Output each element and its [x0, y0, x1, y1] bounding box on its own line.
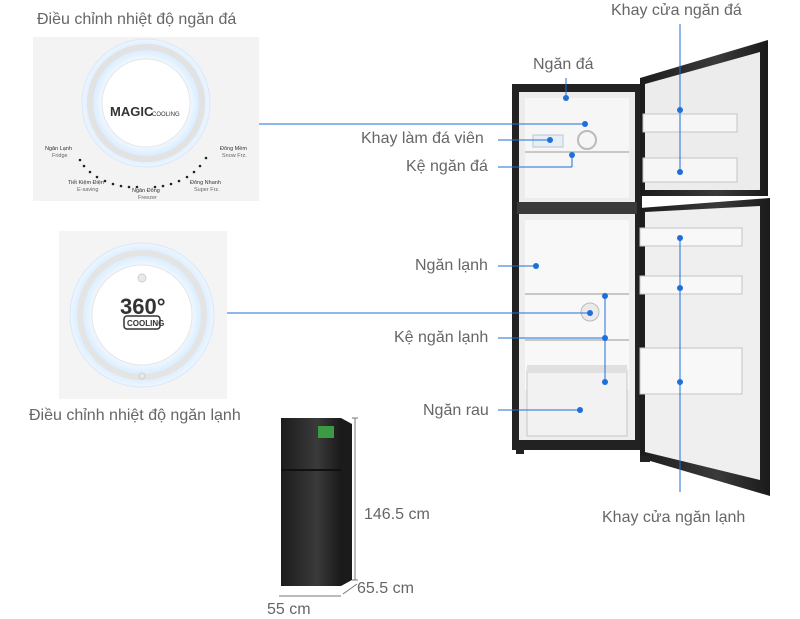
dimension-depth: 65.5 cm: [357, 580, 414, 597]
fridge-dial-title: Điều chỉnh nhiệt độ ngăn lạnh: [29, 407, 241, 424]
setting-freezer-vi: Ngăn Đông: [132, 188, 160, 194]
closed-fridge-illustration: [281, 418, 352, 586]
setting-snowfrz-vi: Đông Mềm: [220, 146, 247, 152]
dial-360-text: 360°: [120, 294, 166, 319]
leader-lines: [227, 24, 681, 492]
setting-fridge-vi: Ngăn Lạnh: [45, 146, 72, 152]
leader-dots: [533, 95, 683, 413]
dimension-lines: [279, 417, 358, 597]
callout-fridge-door-tray: Khay cửa ngăn lạnh: [602, 509, 746, 526]
setting-fridge-en: Fridge: [52, 153, 68, 159]
dial-brand-main: MAGIC: [110, 104, 154, 119]
setting-esaving-en: E-saving: [77, 187, 98, 193]
dial-dot-arc: [78, 156, 208, 189]
freezer-dial-title: Điều chỉnh nhiệt độ ngăn đá: [37, 11, 237, 28]
callout-freezer-shelf: Kệ ngăn đá: [406, 158, 488, 175]
dial-knob-marker: [137, 273, 147, 283]
dimension-width: 55 cm: [267, 601, 311, 618]
callout-ice-tray: Khay làm đá viên: [361, 130, 484, 147]
setting-freezer-en: Freezer: [138, 195, 157, 201]
freezer-dial: MAGIC COOLING Ngăn Lạnh Fridge Tiết Kiệm…: [45, 38, 247, 201]
dimension-height: 146.5 cm: [364, 506, 430, 523]
callout-freezer-door-tray: Khay cửa ngăn đá: [611, 2, 742, 19]
dial-brand-sub: COOLING: [152, 112, 180, 118]
setting-snowfrz-en: Snow Frz.: [222, 153, 247, 159]
callout-freezer: Ngăn đá: [533, 56, 594, 73]
fridge-dial: 360° COOLING: [69, 242, 215, 388]
open-fridge-illustration: [512, 40, 770, 496]
setting-superfrz-en: Super Frz.: [194, 187, 220, 193]
callout-fridge: Ngăn lạnh: [415, 257, 488, 274]
callout-crisper: Ngăn rau: [423, 402, 489, 419]
setting-superfrz-vi: Đông Nhanh: [190, 180, 221, 186]
dial-360-sub: COOLING: [127, 319, 164, 328]
setting-esaving-vi: Tiết Kiệm Điện: [68, 180, 104, 186]
callout-fridge-shelf: Kệ ngăn lạnh: [394, 329, 489, 346]
